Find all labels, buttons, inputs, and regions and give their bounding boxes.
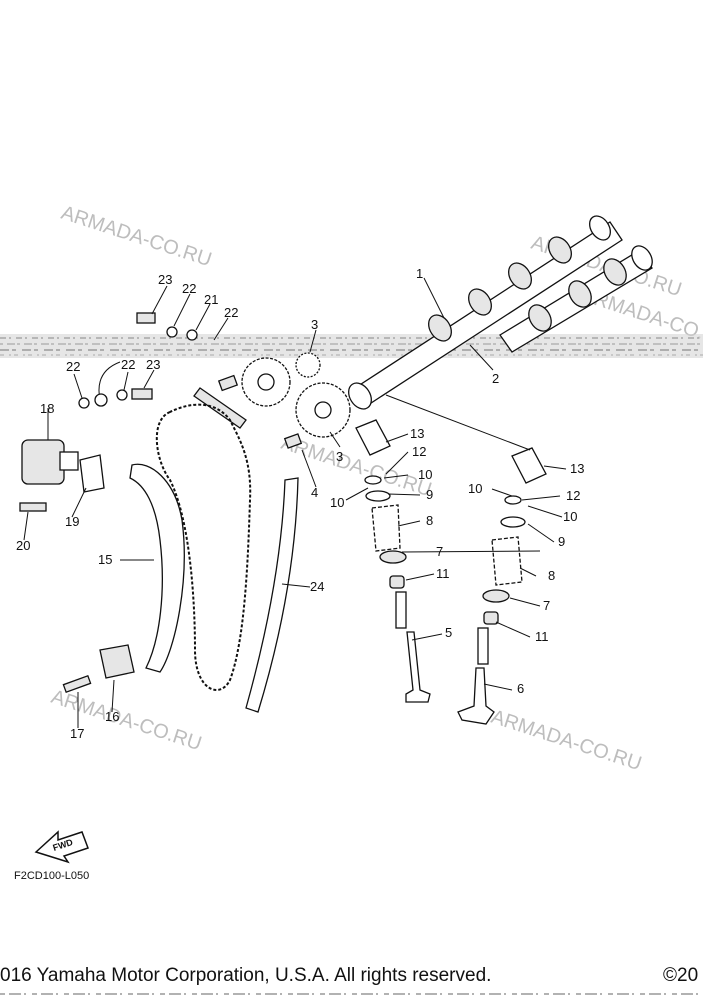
timing-chain [155,403,252,691]
part-number-label: 10 [468,481,482,496]
part-number-label: 24 [310,579,324,594]
part-number-label: 23 [158,272,172,287]
oil-pipe-assembly [78,312,198,409]
part-number-label: 7 [543,598,550,613]
chain-guide-top [193,387,247,429]
part-number-label: 15 [98,552,112,567]
part-number-label: 10 [418,467,432,482]
cam-sprocket-upper [241,357,291,407]
valve-set-left [355,419,431,703]
sprocket-small [295,352,321,378]
watermark: ARMADA-CO.RU [278,432,434,501]
guide-holder [62,644,135,694]
part-number-label: 11 [535,629,549,644]
diagram-code: F2CD100-L050 [14,870,89,882]
scan-noise-band [0,334,703,358]
copyright-notice: 016 Yamaha Motor Corporation, U.S.A. All… [0,965,491,986]
camshaft-1 [348,215,623,410]
watermark: ARMADA-CO.RU [48,686,204,755]
tensioner-bolt [19,502,47,512]
part-number-label: 2 [492,371,499,386]
part-number-label: 5 [445,625,452,640]
watermark: ARMADA-CO.RU [488,706,644,775]
part-number-label: 3 [336,449,343,464]
part-number-label: 10 [563,509,577,524]
camshaft-2 [499,245,653,353]
part-number-label: 22 [66,359,80,374]
leader-lines [23,277,567,728]
part-number-label: 21 [204,292,218,307]
part-number-label: 8 [548,568,555,583]
part-number-label: 17 [70,726,84,741]
part-number-label: 9 [558,534,565,549]
part-number-label: 22 [121,357,135,372]
part-number-label: 11 [436,566,450,581]
part-number-label: 1 [416,266,423,281]
part-number-label: 18 [40,401,54,416]
part-number-label: 23 [146,357,160,372]
part-number-label: 22 [224,305,238,320]
part-number-label: 9 [426,487,433,502]
part-number-label: 8 [426,513,433,528]
part-number-label: 13 [410,426,424,441]
sprocket-bolt [217,374,303,449]
part-number-labels: 1 2 3 3 4 5 6 7 7 8 8 9 9 10 10 10 10 11… [16,266,584,741]
part-number-label: 19 [65,514,79,529]
part-number-label: 3 [311,317,318,332]
chain-guide-15 [129,463,185,673]
part-number-label: 12 [566,488,580,503]
part-number-label: 16 [105,709,119,724]
forward-arrow-icon: FWD [34,830,89,864]
part-number-label: 4 [311,485,318,500]
valve-set-right [457,447,547,725]
chain-tensioner [21,439,79,485]
part-number-label: 20 [16,538,30,553]
part-number-label: 12 [412,444,426,459]
cam-sprocket-lower [295,382,351,438]
part-number-label: 22 [182,281,196,296]
copyright-year-fragment: ©20 [663,965,698,986]
tensioner-gasket [79,454,105,493]
part-number-label: 10 [330,495,344,510]
chain-guide-24 [245,477,299,713]
part-number-label: 7 [436,544,443,559]
part-number-label: 6 [517,681,524,696]
watermark: ARMADA-CO.RU [58,202,214,271]
part-number-label: 13 [570,461,584,476]
